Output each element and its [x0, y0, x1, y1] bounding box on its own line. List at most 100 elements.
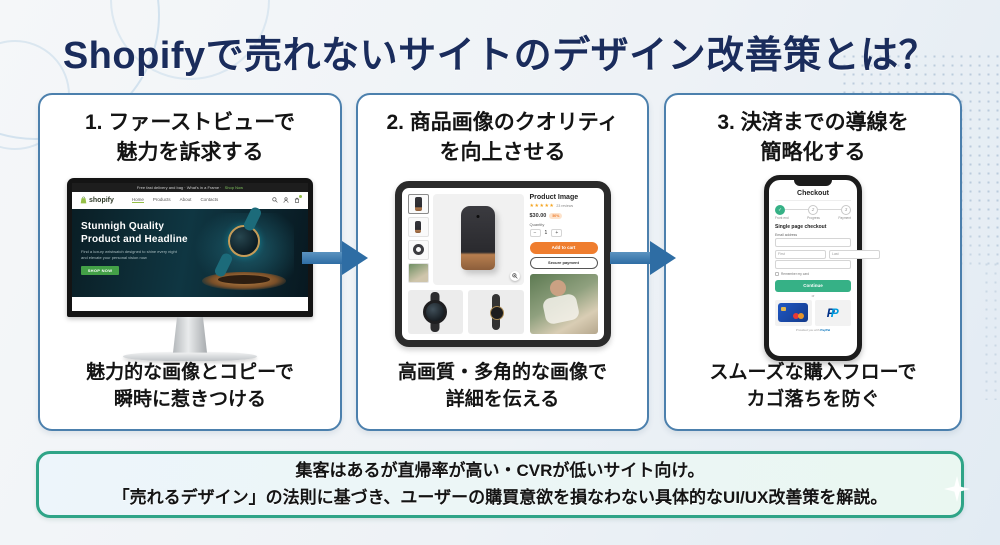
checkout-page-mockup: Checkout ✓ 2 3 Front end Progress Paymen… [769, 180, 880, 356]
site-navbar: shopify Home Products About Contacts [72, 191, 308, 209]
announcement-bar: Free fast delivery and bag · What's in a… [72, 182, 308, 192]
hero-headline-line1: Stunnigh Quality [81, 220, 165, 232]
announcement-link[interactable]: Shop Now [224, 184, 244, 190]
card3-heading: 3. 決済までの導線を 簡略化する [717, 111, 909, 164]
card-product-image: 2. 商品画像のクオリティ を向上させる [356, 93, 649, 431]
thumbnail-1[interactable] [407, 193, 429, 214]
announcement-text: Free fast delivery and bag · What's in a… [136, 184, 222, 190]
product-title: Product Image [529, 193, 579, 201]
nav-home[interactable]: Home [131, 197, 144, 204]
checkbox[interactable] [775, 271, 779, 276]
qty-value: 1 [544, 229, 548, 236]
cart-badge [299, 195, 302, 199]
remember-label: Remember my card [781, 271, 809, 276]
monitor-stand-neck [173, 316, 207, 353]
product-cylinder-image [461, 205, 495, 270]
card1-heading-line1: 1. ファーストビューで [84, 111, 296, 134]
rating-row: ★★★★★ 23 reviews [530, 203, 598, 209]
desktop-monitor-mockup: Free fast delivery and bag · What's in a… [67, 177, 313, 361]
hero-section: Stunnigh Quality Product and Headline Fi… [72, 205, 308, 297]
lifestyle-photo [529, 273, 598, 334]
summary-banner: 集客はあるが直帰率が高い・CVRが低いサイト向け。 「売れるデザイン」の法則に基… [36, 451, 964, 518]
thumbnail-4[interactable] [407, 262, 429, 283]
last-name-input[interactable] [829, 249, 880, 259]
card1-heading-line2: 魅力を訴求する [116, 140, 264, 164]
dot-grid-pattern [982, 260, 998, 400]
card1-heading: 1. ファーストビューで 魅力を訴求する [46, 108, 334, 168]
monitor-stand-base [123, 351, 257, 361]
paypal-logo-icon[interactable]: P P [814, 299, 851, 326]
user-icon[interactable] [283, 197, 289, 203]
hero-subtext: Find a luxury wristwatch designed to shi… [81, 248, 177, 261]
nav-products[interactable]: Products [152, 197, 171, 203]
or-divider: or [811, 293, 815, 298]
banner-line2: 「売れるデザイン」の法則に基づき、ユーザーの購買意欲を損なわない具体的なUI/U… [112, 487, 888, 507]
shop-now-button[interactable]: SHOP NOW [81, 266, 119, 276]
continue-button[interactable]: Continue [775, 279, 851, 292]
thumbnail-2[interactable] [407, 216, 429, 237]
card1-caption: 魅力的な画像とコピーで 瞬時に惹きつける [86, 361, 294, 411]
tablet-mockup: Product Image ★★★★★ 23 reviews $30.00 50… [394, 180, 611, 347]
checkout-title: Checkout [775, 190, 851, 201]
watch-photo-side [468, 289, 524, 334]
product-main-image [432, 193, 524, 285]
price-row: $30.00 50% [529, 212, 598, 219]
card-number-input[interactable] [775, 259, 851, 269]
card2-caption: 高画質・多角的な画像で 詳細を伝える [397, 361, 607, 411]
nav-about[interactable]: About [179, 197, 192, 203]
hero-headline: Stunnigh Quality Product and Headline [81, 220, 201, 246]
flow-arrow-1 [302, 241, 368, 275]
step-1-done: ✓ [775, 204, 785, 215]
thumbnail-column [407, 193, 429, 285]
shopify-logo: shopify [80, 196, 114, 204]
navbar-icons [272, 195, 302, 204]
hero-watch-image [194, 205, 294, 293]
star-rating-icon: ★★★★★ [529, 202, 555, 209]
phone-notch [794, 178, 832, 186]
search-icon[interactable] [272, 197, 278, 203]
card-chip [781, 307, 787, 312]
flow-arrow-2 [610, 241, 676, 275]
site-nav-links: Home Products About Contacts [131, 197, 219, 204]
step-labels: Front end Progress Payment [775, 215, 851, 220]
step-3: 3 [841, 204, 851, 215]
card-checkout-flow: 3. 決済までの導線を 簡略化する Checkout ✓ 2 3 Front e… [664, 93, 962, 431]
quantity-stepper: − 1 + [529, 228, 598, 237]
shopify-bag-icon [80, 196, 87, 204]
nav-contacts[interactable]: Contacts [200, 197, 219, 203]
product-info-panel: Product Image ★★★★★ 23 reviews $30.00 50… [529, 193, 598, 334]
shopify-site-mockup: Free fast delivery and bag · What's in a… [72, 182, 308, 311]
zoom-icon[interactable] [509, 270, 520, 281]
banner-line1: 集客はあるが直帰率が高い・CVRが低いサイト向け。 [295, 461, 705, 481]
quantity-label: Quantity [529, 221, 545, 227]
qty-decrease-button[interactable]: − [529, 228, 541, 237]
reviews-count[interactable]: 23 reviews [556, 203, 574, 208]
product-page-mockup: Product Image ★★★★★ 23 reviews $30.00 50… [402, 188, 604, 340]
secure-payment-button[interactable]: Secure payment [529, 256, 598, 269]
hero-headline-line2: Product and Headline [81, 233, 188, 245]
add-to-cart-button[interactable]: Add to cart [529, 241, 598, 254]
card-first-view: 1. ファーストビューで 魅力を訴求する Free fast delivery … [38, 93, 342, 431]
price: $30.00 [529, 212, 547, 219]
page-title: Shopifyで売れないサイトのデザイン改善策とは？ [62, 35, 938, 77]
payment-options: P P [775, 299, 851, 326]
card2-heading: 2. 商品画像のクオリティ を向上させる [386, 111, 619, 164]
credit-card-image[interactable] [775, 299, 812, 326]
checkout-progress-steps: ✓ 2 3 [775, 204, 851, 215]
card3-caption: スムーズな購入フローで カゴ落ちを防ぐ [709, 361, 917, 411]
check-icon: ✓ [778, 206, 782, 212]
phone-mockup: Checkout ✓ 2 3 Front end Progress Paymen… [764, 174, 880, 361]
watch-face [228, 224, 260, 257]
qty-increase-button[interactable]: + [551, 228, 563, 237]
discount-badge: 50% [549, 212, 563, 219]
paypal-note: Provided you with PayPal [795, 327, 831, 332]
first-name-input[interactable] [775, 249, 826, 259]
checkout-subtitle: Single page checkout [775, 223, 827, 230]
thumbnail-3[interactable] [407, 239, 429, 260]
cart-icon[interactable] [294, 197, 300, 204]
remember-card-row[interactable]: Remember my card [775, 271, 851, 276]
email-input[interactable] [775, 237, 851, 247]
watch-photo-front [407, 289, 463, 334]
monitor-screen: Free fast delivery and bag · What's in a… [67, 177, 313, 317]
email-label: Email address [775, 232, 798, 237]
